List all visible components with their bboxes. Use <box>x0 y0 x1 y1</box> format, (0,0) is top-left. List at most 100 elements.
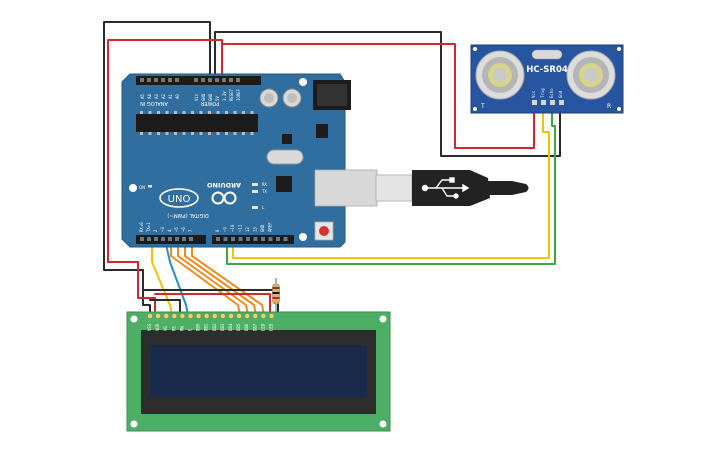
pin-hole[interactable] <box>268 237 273 241</box>
pin-hole[interactable] <box>253 237 258 241</box>
wire-green-echo[interactable] <box>226 111 556 265</box>
analog-pin-label: A5 <box>140 94 145 99</box>
lcd-pin[interactable] <box>147 313 153 319</box>
power-analog-header <box>136 76 261 85</box>
reset-button[interactable] <box>314 221 334 241</box>
pin-hole[interactable] <box>246 237 250 241</box>
lcd-pin-label: LED <box>260 323 265 331</box>
digital-pin-label: 4 <box>167 229 172 232</box>
lcd-pin-label: DB0 <box>196 323 201 331</box>
sensor-pin-label: Gnd <box>558 90 563 98</box>
power-pin-label: 3.3V <box>222 91 227 101</box>
lcd-pin-label: DB7 <box>252 323 257 331</box>
dc-power-jack[interactable] <box>313 80 351 110</box>
wire-orange-db5[interactable] <box>177 239 249 316</box>
sensor-t-label: T <box>480 103 485 110</box>
wire-yellow-rs[interactable] <box>151 239 173 316</box>
wire-red-5v-lcd[interactable] <box>107 39 223 316</box>
pin-hole[interactable] <box>283 237 288 241</box>
lcd-pin[interactable] <box>236 313 242 319</box>
uno-label: UNO <box>168 194 191 205</box>
wire-red-5v-sensor[interactable] <box>221 43 535 149</box>
power-pin-label: 5V <box>215 96 220 101</box>
pin-hole[interactable] <box>216 237 220 241</box>
wire-orange-db7[interactable] <box>191 239 265 316</box>
lcd-pin[interactable] <box>204 313 210 319</box>
lcd-pin-label: DB2 <box>212 323 217 331</box>
lcd-pin[interactable] <box>212 313 218 319</box>
lcd-pin-label: V0 <box>163 326 168 331</box>
usb-cable[interactable] <box>314 169 529 207</box>
lcd-pin[interactable] <box>228 313 234 319</box>
wire-yellow-trig[interactable] <box>232 111 550 259</box>
pin-hole[interactable] <box>154 237 158 241</box>
pin-hole[interactable] <box>147 237 151 241</box>
lcd-pin[interactable] <box>171 313 177 319</box>
pin-hole[interactable] <box>168 237 172 241</box>
pin-hole[interactable] <box>276 237 280 241</box>
resistor[interactable] <box>272 278 280 312</box>
pin-hole[interactable] <box>147 78 151 82</box>
lcd-pin[interactable] <box>268 313 275 319</box>
pin-hole[interactable] <box>182 237 186 241</box>
pin-hole[interactable] <box>261 237 265 241</box>
pin-hole[interactable] <box>229 78 233 82</box>
analog-pin-label: A2 <box>161 94 166 99</box>
lcd-pin[interactable] <box>163 313 169 319</box>
on-led-label: ON <box>139 185 145 190</box>
pin-hole[interactable] <box>161 237 165 241</box>
capacitor-icon <box>282 88 302 108</box>
pin-hole[interactable] <box>175 237 179 241</box>
pin-hole[interactable] <box>140 78 144 82</box>
pin-hole[interactable] <box>223 237 228 241</box>
digital-pin-label: ~3 <box>160 227 165 232</box>
wire-black-gnd-lcd[interactable] <box>103 21 211 316</box>
pin-hole[interactable] <box>231 237 235 241</box>
pin-hole[interactable] <box>236 78 240 82</box>
analog-pin-label: A0 <box>175 94 180 99</box>
lcd-pin[interactable] <box>260 313 267 319</box>
sensor-pin[interactable] <box>541 100 546 105</box>
wire-orange-db6[interactable] <box>184 239 257 316</box>
lcd-pin-label: DB3 <box>220 323 225 331</box>
pin-hole[interactable] <box>189 237 193 241</box>
lcd-pin[interactable] <box>155 313 161 319</box>
pin-hole[interactable] <box>208 78 212 82</box>
sensor-pin[interactable] <box>559 100 564 105</box>
power-label: POWER <box>200 100 219 106</box>
pin-hole[interactable] <box>222 78 226 82</box>
lcd-pin[interactable] <box>252 313 258 319</box>
sensor-pin[interactable] <box>532 100 537 105</box>
wire-blue-e[interactable] <box>164 239 189 316</box>
pin-hole[interactable] <box>154 78 158 82</box>
digital-pin-label: ~11 <box>238 224 243 232</box>
pin-hole[interactable] <box>201 78 205 82</box>
digital-pin-label: ~5 <box>174 227 179 232</box>
wire-red-led-a[interactable] <box>154 293 271 316</box>
mount-hole-icon <box>129 184 137 192</box>
digital-pin-label: ~6 <box>181 227 186 232</box>
sensor-pin[interactable] <box>550 100 555 105</box>
wire-orange-db4[interactable] <box>170 239 241 316</box>
lcd-pin[interactable] <box>179 313 186 319</box>
pin-hole[interactable] <box>238 237 243 241</box>
mount-hole-icon <box>299 78 307 86</box>
atmega-chip <box>136 111 258 135</box>
lcd-pin[interactable] <box>244 313 250 319</box>
wire-black-rw[interactable] <box>149 299 181 316</box>
power-pin-label: Vin <box>194 93 199 101</box>
lcd-pin-label: DB4 <box>228 323 233 331</box>
lcd-pin[interactable] <box>220 313 226 319</box>
lcd-pin[interactable] <box>195 313 202 319</box>
pin-hole[interactable] <box>194 78 198 82</box>
pin-hole[interactable] <box>168 78 172 82</box>
pin-hole[interactable] <box>215 78 219 82</box>
lcd-pin[interactable] <box>187 313 194 319</box>
digital-pin-label: ~9 <box>223 227 228 232</box>
pin-hole[interactable] <box>140 237 144 241</box>
pin-hole[interactable] <box>175 78 179 82</box>
pin-hole[interactable] <box>161 78 165 82</box>
